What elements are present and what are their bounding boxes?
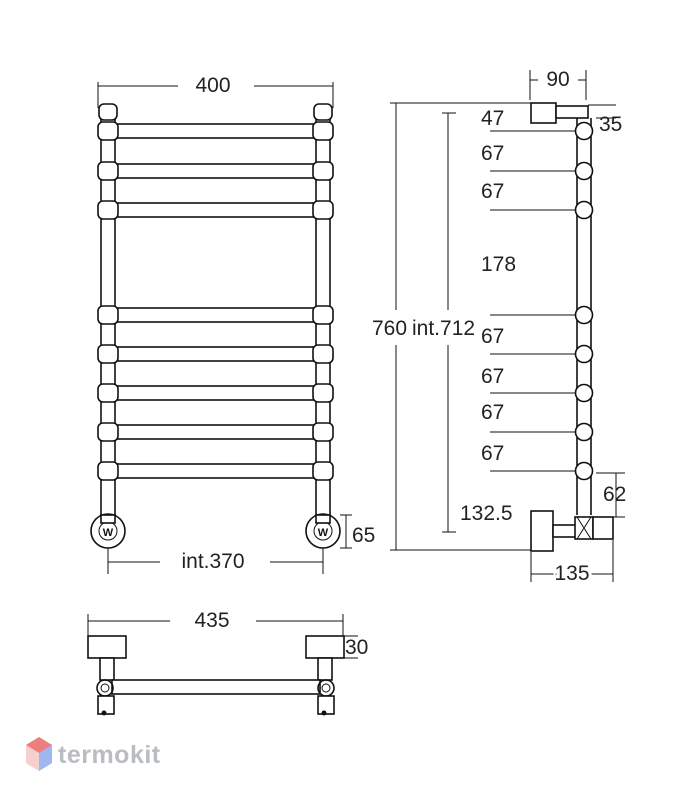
dim-spacing-label: 67	[481, 442, 504, 465]
side-rung	[490, 344, 594, 364]
dim-front-width: 400	[195, 74, 230, 97]
side-rung	[490, 422, 594, 442]
front-rung	[97, 461, 334, 481]
dim-spacing-label: 178	[481, 253, 516, 276]
dim-bottom-65: 65	[352, 524, 375, 547]
side-view: 90 35 760 int.712 47 67 67 178 67 67 67 67	[372, 68, 626, 588]
side-rung	[490, 161, 594, 181]
side-rung	[490, 461, 594, 481]
front-rung	[97, 200, 334, 220]
dim-spacing-label: 47	[481, 107, 504, 130]
top-view: 435 30	[87, 609, 368, 716]
dim-side-depth: 90	[546, 68, 569, 91]
dim-lower-62: 62	[603, 483, 626, 506]
front-rung	[97, 121, 334, 141]
dim-bottom-132-5: 132.5	[460, 502, 513, 525]
dim-spacing-label: 67	[481, 325, 504, 348]
side-rung	[490, 200, 594, 220]
dim-spacing-label: 67	[481, 365, 504, 388]
dim-spacing-label: 67	[481, 180, 504, 203]
front-view: 400 W W 65 int.370	[90, 74, 375, 574]
dim-inner-712: int.712	[412, 317, 475, 340]
front-rung	[97, 344, 334, 364]
termokit-logo-icon	[26, 737, 52, 771]
side-rung	[490, 121, 594, 141]
dim-inner-width: int.370	[181, 550, 244, 573]
dim-top-30: 30	[345, 636, 368, 659]
svg-text:W: W	[103, 527, 114, 539]
front-rung	[97, 383, 334, 403]
dim-top-width: 435	[194, 609, 229, 632]
dim-spacing-label: 67	[481, 142, 504, 165]
side-rung	[490, 305, 594, 325]
front-rung	[97, 422, 334, 442]
dim-top-35: 35	[599, 113, 622, 136]
dim-depth-135: 135	[554, 562, 589, 585]
front-rung	[97, 305, 334, 325]
svg-text:W: W	[318, 527, 329, 539]
front-rung	[97, 161, 334, 181]
termokit-logo-text: termokit	[58, 741, 161, 769]
side-rung	[490, 383, 594, 403]
dim-spacing-label: 67	[481, 401, 504, 424]
dim-total-760: 760	[372, 317, 407, 340]
